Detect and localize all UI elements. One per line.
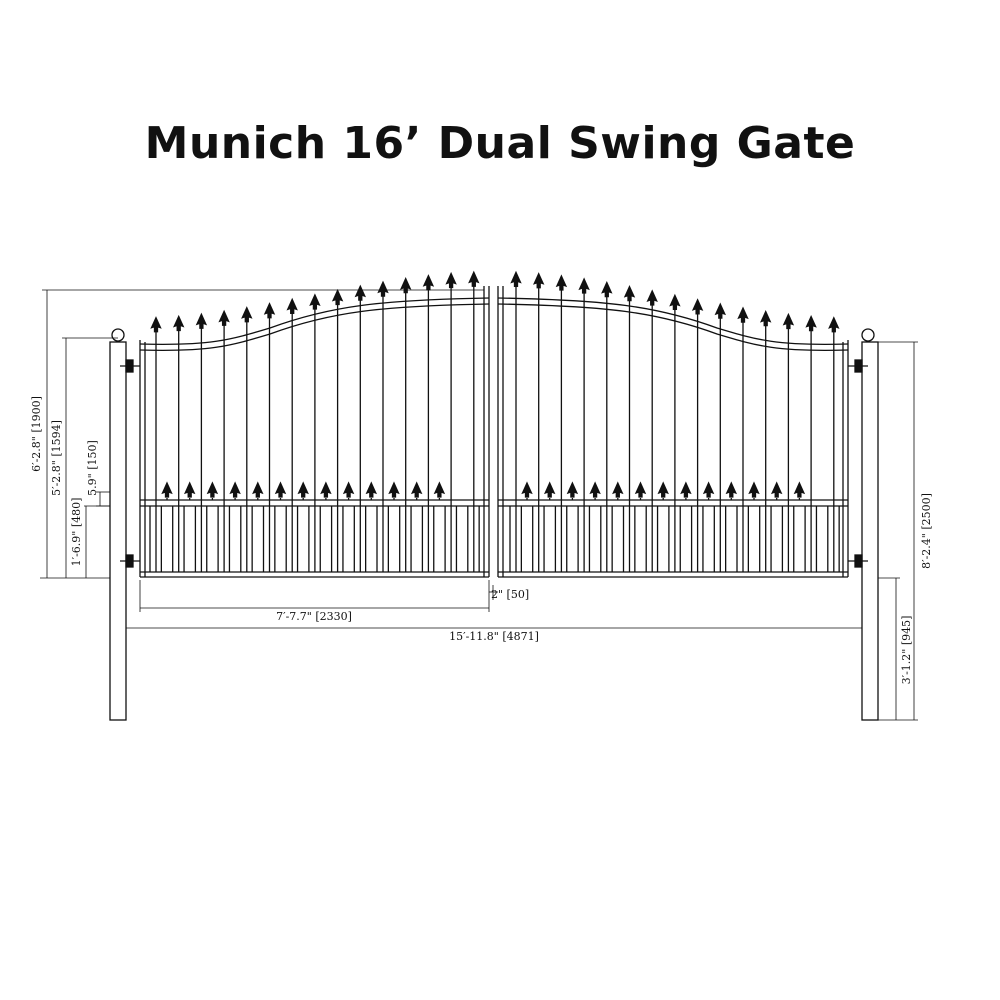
hinges xyxy=(125,359,863,568)
finial xyxy=(566,481,579,498)
finial xyxy=(555,274,568,291)
pickets xyxy=(155,286,835,572)
left-panel-top-rail xyxy=(139,297,490,345)
right-panel-top-rail xyxy=(497,297,849,345)
finial xyxy=(388,481,400,498)
gate-structure xyxy=(109,270,879,721)
finial xyxy=(297,481,309,498)
finial xyxy=(782,312,795,330)
left-post xyxy=(109,341,127,721)
finial xyxy=(320,481,332,498)
center-gap-label: 2" [50] xyxy=(491,588,529,601)
right-post-cap xyxy=(861,328,875,342)
finial xyxy=(657,481,669,498)
finial xyxy=(445,271,457,289)
finial xyxy=(172,314,185,332)
post-height-label: 8′-2.4" [2500] xyxy=(920,493,933,569)
finial xyxy=(770,481,783,498)
finial xyxy=(601,280,613,298)
finial xyxy=(669,293,681,311)
finial xyxy=(309,293,321,310)
finial xyxy=(634,481,647,498)
finial xyxy=(286,297,298,315)
finial xyxy=(468,270,480,287)
panel-side-height-label: 5′-2.8" [1594] xyxy=(50,420,63,496)
finial xyxy=(793,481,806,498)
finial xyxy=(263,302,276,319)
finial xyxy=(612,481,624,498)
overall-width-label: 15′-11.8" [4871] xyxy=(449,630,539,643)
finial xyxy=(646,289,658,306)
finial xyxy=(737,306,749,323)
finial xyxy=(354,284,367,301)
dimension-lines xyxy=(40,289,918,721)
finial xyxy=(510,270,522,288)
finial xyxy=(623,285,636,302)
finial xyxy=(342,481,355,498)
finial xyxy=(365,481,378,498)
finial xyxy=(241,306,253,323)
finial xyxy=(725,481,738,498)
finial xyxy=(680,481,692,498)
finial xyxy=(578,277,590,294)
finial xyxy=(410,481,423,498)
finial xyxy=(691,298,704,315)
finial xyxy=(399,277,412,294)
finial xyxy=(589,481,601,498)
finial xyxy=(195,312,208,329)
finial xyxy=(543,481,556,498)
finial xyxy=(748,481,760,498)
overall-height-label: 6′-2.8" [1900] xyxy=(30,396,43,472)
lower-section-label: 1′-6.9" [480] xyxy=(70,498,83,567)
finial xyxy=(759,309,772,327)
finial xyxy=(828,316,840,333)
finial xyxy=(252,481,264,498)
finial xyxy=(433,481,446,498)
finial xyxy=(702,481,715,498)
finials xyxy=(150,270,840,498)
finial xyxy=(183,481,196,498)
page-title: Munich 16’ Dual Swing Gate xyxy=(144,118,856,169)
finial xyxy=(521,481,533,498)
finial xyxy=(532,272,545,289)
finial xyxy=(714,302,727,319)
finial xyxy=(206,481,219,498)
finial xyxy=(805,314,817,332)
post-below-gate-label: 3′-1.2" [945] xyxy=(900,616,913,685)
finial xyxy=(218,309,230,326)
left-post-cap xyxy=(111,328,125,342)
finial xyxy=(161,481,173,498)
short-pickets xyxy=(149,498,840,572)
finial xyxy=(229,481,241,498)
panel-width-label: 7′-7.7" [2330] xyxy=(276,610,352,623)
finial xyxy=(150,316,162,333)
finial xyxy=(274,481,287,498)
finial xyxy=(331,288,344,306)
ball-to-frame-label: 5.9" [150] xyxy=(86,440,99,496)
right-post xyxy=(861,341,879,721)
finial xyxy=(377,280,389,297)
finial xyxy=(422,274,435,291)
